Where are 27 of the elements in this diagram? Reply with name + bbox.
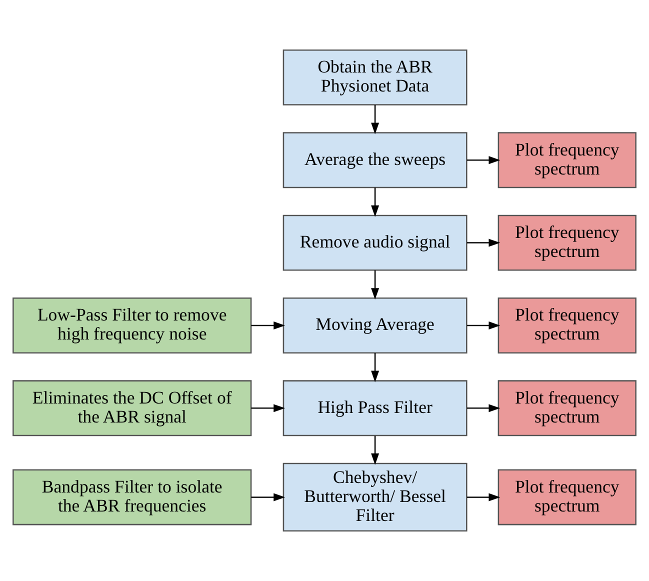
node-box: Plot frequency spectrum [498, 132, 636, 188]
node-box: Plot frequency spectrum [498, 380, 636, 436]
node-box: Moving Average [282, 298, 468, 354]
arrow [371, 353, 380, 382]
node-box: High Pass Filter [282, 380, 468, 436]
arrow [371, 436, 380, 465]
arrow [466, 156, 500, 164]
arrow [251, 404, 286, 412]
node-box: Average the sweeps [282, 132, 468, 188]
node-box: Eliminates the DC Offset of the ABR signal [12, 380, 252, 436]
node-box: Chebyshev/ Butterworth/ Bessel Filter [282, 462, 468, 532]
arrow [466, 404, 500, 412]
arrow [466, 321, 500, 330]
arrow [466, 238, 500, 247]
arrow [371, 188, 380, 217]
arrow [466, 493, 500, 502]
arrow [251, 493, 286, 502]
node-box: Remove audio signal [282, 214, 468, 271]
node-box: Plot frequency spectrum [498, 298, 636, 354]
node-box: Bandpass Filter to isolate the ABR frequencies [12, 469, 252, 526]
arrow [251, 321, 286, 330]
arrow [371, 270, 380, 300]
node-box: Low-Pass Filter to remove high frequency noise [12, 298, 252, 354]
node-box: Plot frequency spectrum [498, 214, 636, 271]
node-box: Plot frequency spectrum [498, 469, 636, 526]
node-box: Obtain the ABR Physionet Data [282, 49, 468, 106]
arrow [371, 104, 380, 134]
